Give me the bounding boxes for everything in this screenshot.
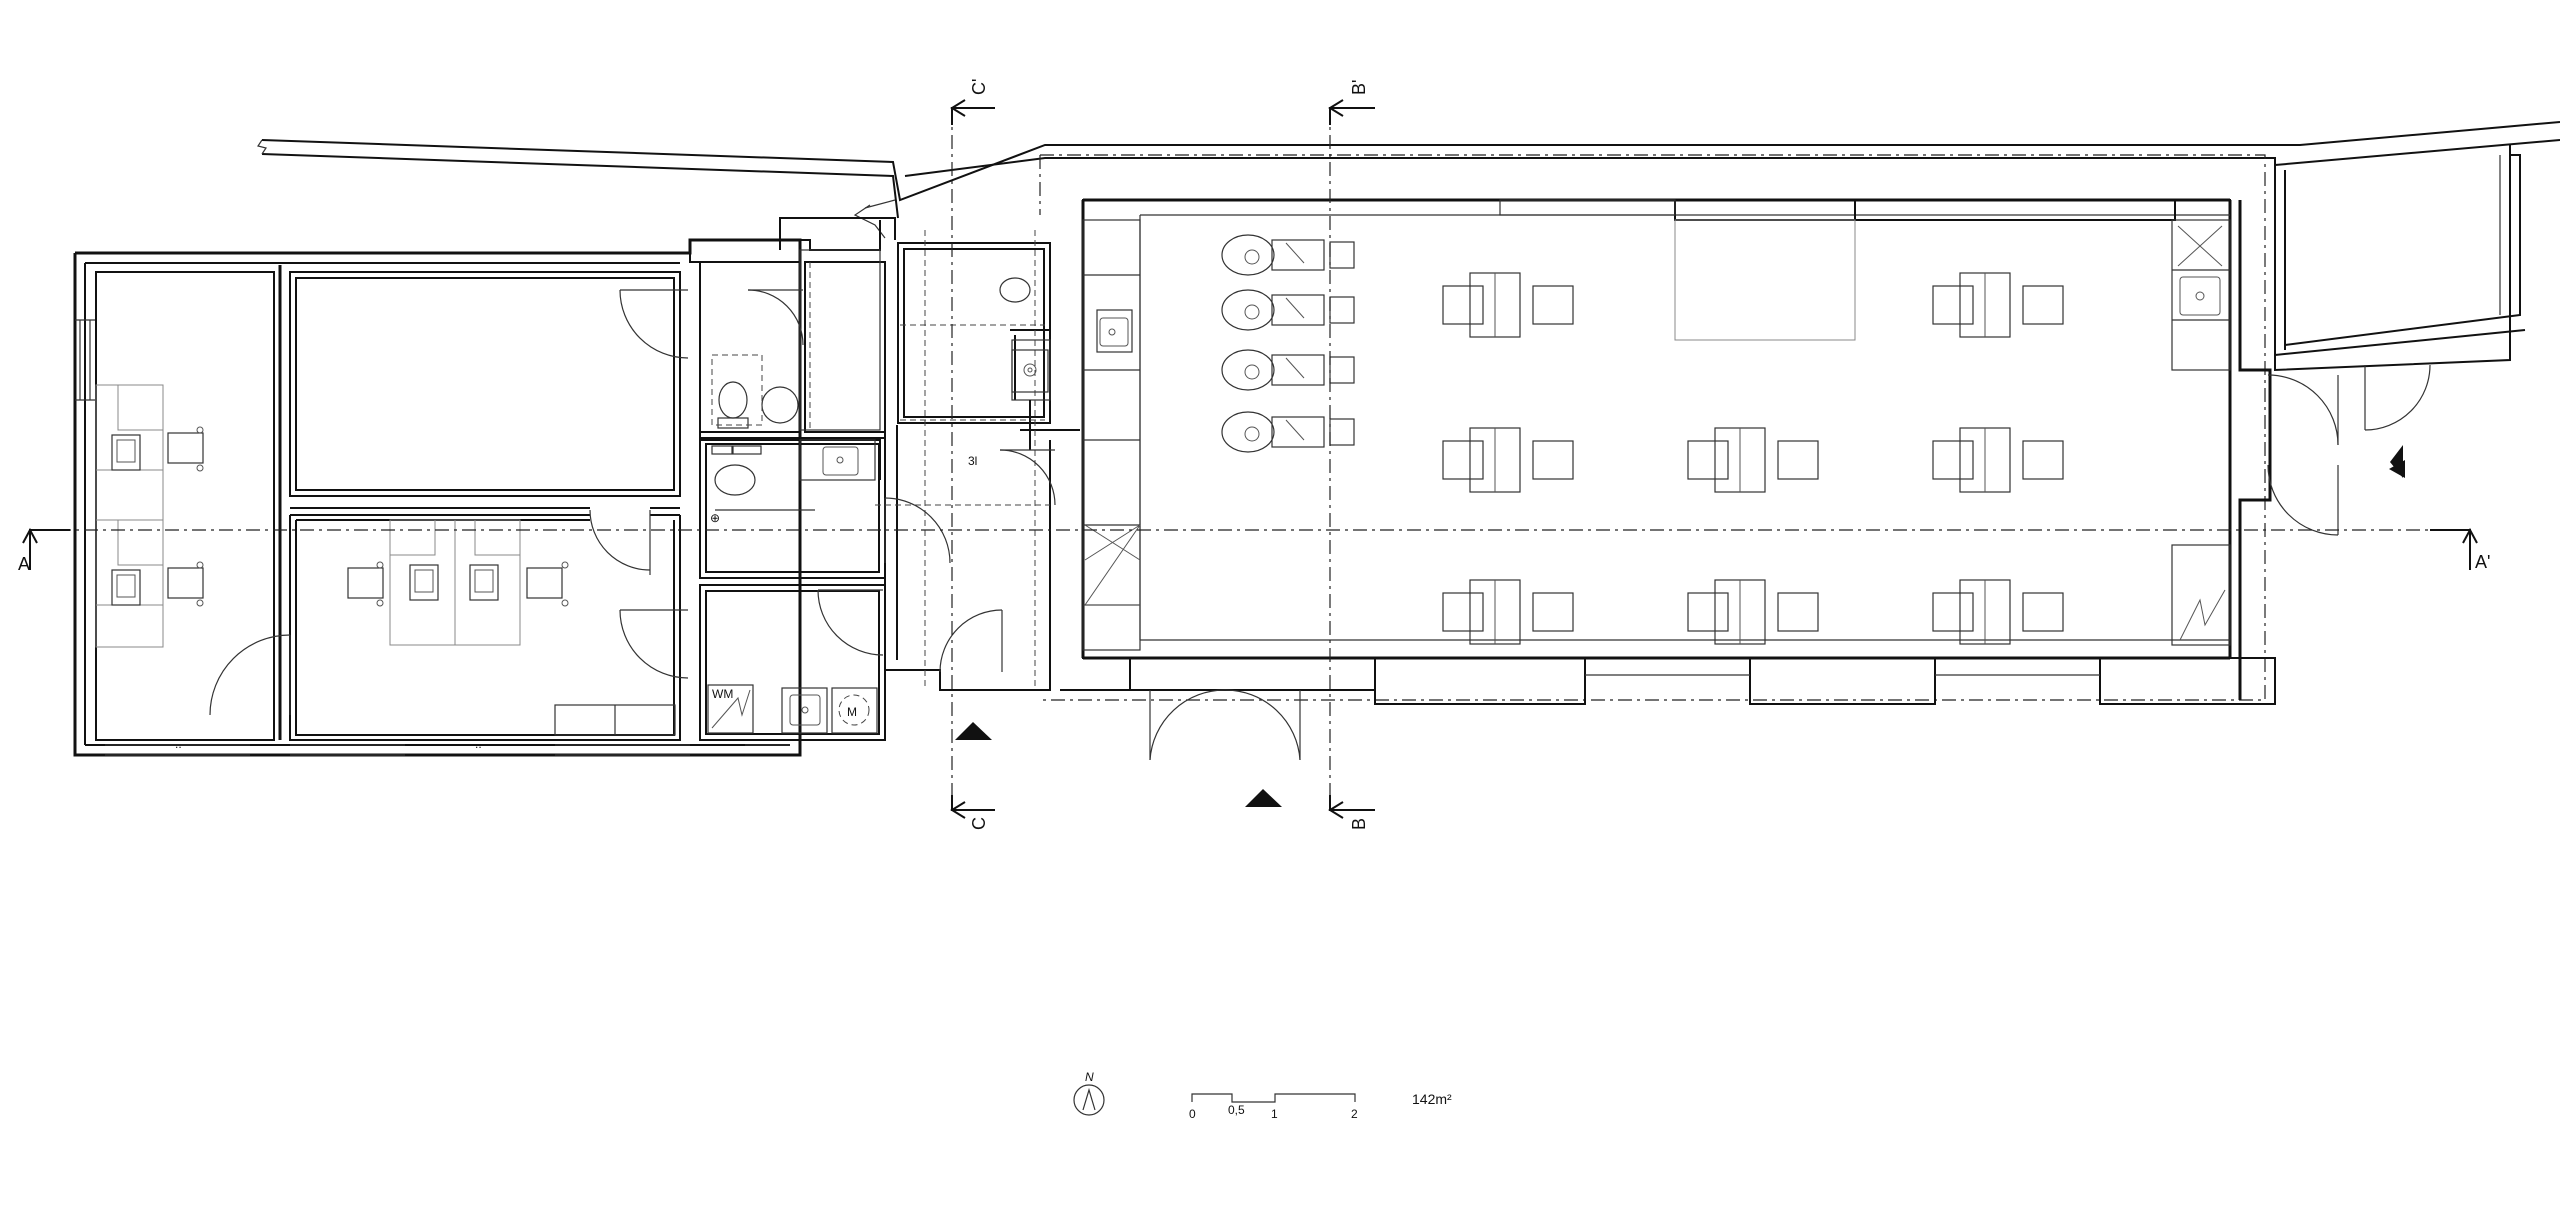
- section-label-a: A: [18, 554, 30, 574]
- entrance-marker: [2390, 445, 2403, 478]
- svg-text:..: ..: [475, 737, 482, 751]
- washer-label: WM: [712, 687, 733, 701]
- section-label-b-prime: B': [1349, 80, 1369, 95]
- section-label-c: C: [969, 817, 989, 830]
- service-core-walls: [689, 217, 1080, 741]
- retaining-wall: [257, 121, 2560, 239]
- table-with-chairs: [1687, 427, 1819, 493]
- section-label-a-prime: A': [2475, 552, 2490, 572]
- table-with-chairs: [1442, 427, 1574, 493]
- bathroom-fixtures: ⊕: [710, 277, 1049, 525]
- hair-wash-chair: [1221, 411, 1355, 453]
- scale-bar: 0 0,5 1 2: [1189, 1093, 1358, 1121]
- room-label: 3l: [968, 454, 977, 468]
- scale-tick-2: 2: [1351, 1107, 1358, 1121]
- entrance-marker: [1245, 789, 1282, 807]
- svg-text:⊕: ⊕: [710, 511, 720, 525]
- hair-wash-chair: [1221, 349, 1355, 391]
- table-with-chairs: [1442, 272, 1574, 338]
- section-label-c-prime: C': [969, 79, 989, 95]
- north-label: N: [1085, 1070, 1094, 1084]
- utility-fixtures: WM M: [554, 684, 878, 736]
- table-with-chairs: [1442, 579, 1574, 645]
- scale-tick-half: 0,5: [1228, 1103, 1245, 1117]
- table-with-chairs: [1932, 427, 2064, 493]
- svg-text:..: ..: [175, 737, 182, 751]
- doors: [209, 289, 2431, 761]
- scale-tick-1: 1: [1271, 1107, 1278, 1121]
- scale-tick-0: 0: [1189, 1107, 1196, 1121]
- floor-area: 142m²: [1412, 1091, 1452, 1107]
- salon-tables: [1442, 272, 2064, 645]
- table-with-chairs: [1932, 272, 2064, 338]
- main-salon-walls: [1060, 145, 2526, 705]
- left-wing-walls: .. ..: [73, 238, 802, 757]
- north-arrow: N: [1073, 1070, 1105, 1116]
- hair-wash-chair: [1221, 289, 1355, 331]
- hair-wash-stations: [1221, 234, 1355, 453]
- boundary-line: [1039, 154, 2266, 701]
- section-label-b: B: [1349, 818, 1369, 830]
- office-desks: [95, 384, 569, 648]
- table-with-chairs: [1932, 579, 2064, 645]
- entrance-marker: [955, 722, 992, 740]
- section-lines: [22, 99, 2478, 819]
- salon-counter: [1082, 219, 2231, 651]
- hair-wash-chair: [1221, 234, 1355, 276]
- dryer-label: M: [847, 705, 857, 719]
- table-with-chairs: [1687, 579, 1819, 645]
